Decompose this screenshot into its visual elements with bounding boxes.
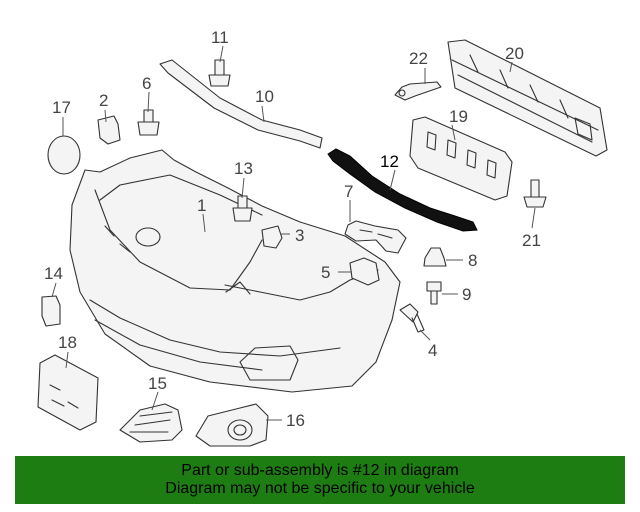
callout-18: 18 <box>58 333 77 352</box>
part-5-bracket <box>349 257 380 286</box>
callout-1: 1 <box>197 196 206 215</box>
banner-line-2: Diagram may not be specific to your vehi… <box>165 480 475 497</box>
part-8-clip <box>423 247 447 267</box>
callout-22: 22 <box>409 49 428 68</box>
leader-lines <box>51 45 536 421</box>
callout-4: 4 <box>428 341 437 360</box>
part-7-bracket <box>344 220 407 254</box>
part-9-bolt <box>426 281 442 305</box>
callout-17: 17 <box>52 98 71 117</box>
part-22-clip <box>394 81 442 101</box>
callout-11: 11 <box>211 28 229 47</box>
callout-3: 3 <box>295 226 304 245</box>
callout-12: 12 <box>380 152 399 171</box>
callout-21: 21 <box>522 231 541 250</box>
callout-9: 9 <box>462 285 471 304</box>
callout-15: 15 <box>148 374 167 393</box>
part-16-fog-lamp-cover <box>195 403 269 447</box>
callout-2: 2 <box>99 91 108 110</box>
callout-8: 8 <box>468 251 477 270</box>
info-banner: Part or sub-assembly is #12 in diagram D… <box>15 456 625 504</box>
callout-19: 19 <box>449 107 468 126</box>
part-12-support-highlighted <box>327 148 478 232</box>
part-15-grille-cover <box>119 403 183 443</box>
part-14-cap <box>41 295 61 327</box>
callout-10: 10 <box>255 87 274 106</box>
callout-13: 13 <box>234 159 253 178</box>
callout-5: 5 <box>321 263 330 282</box>
part-4-bolt <box>399 303 425 333</box>
part-1-bumper-cover <box>69 149 401 393</box>
part-3-clip <box>261 225 283 249</box>
callout-16: 16 <box>286 411 305 430</box>
callout-20: 20 <box>505 44 524 63</box>
part-6-bolt <box>137 109 160 136</box>
part-19-absorber <box>409 116 513 201</box>
part-2-clip <box>97 115 121 145</box>
callout-14: 14 <box>44 264 63 283</box>
callout-7: 7 <box>344 182 353 201</box>
part-10-retainer <box>159 59 323 149</box>
callout-6: 6 <box>142 74 151 93</box>
part-20-reinforcement <box>447 39 608 157</box>
part-17-emblem <box>47 135 81 175</box>
banner-line-1: Part or sub-assembly is #12 in diagram <box>181 462 459 479</box>
part-21-bolt <box>523 179 547 208</box>
callout-labels: 1 2 3 4 5 6 7 8 9 10 11 12 13 14 15 16 1… <box>44 28 541 430</box>
part-18-license-bracket <box>37 354 99 431</box>
parts-diagram: 1 2 3 4 5 6 7 8 9 10 11 12 13 14 15 16 1… <box>37 28 608 447</box>
part-11-bolt <box>208 59 231 87</box>
